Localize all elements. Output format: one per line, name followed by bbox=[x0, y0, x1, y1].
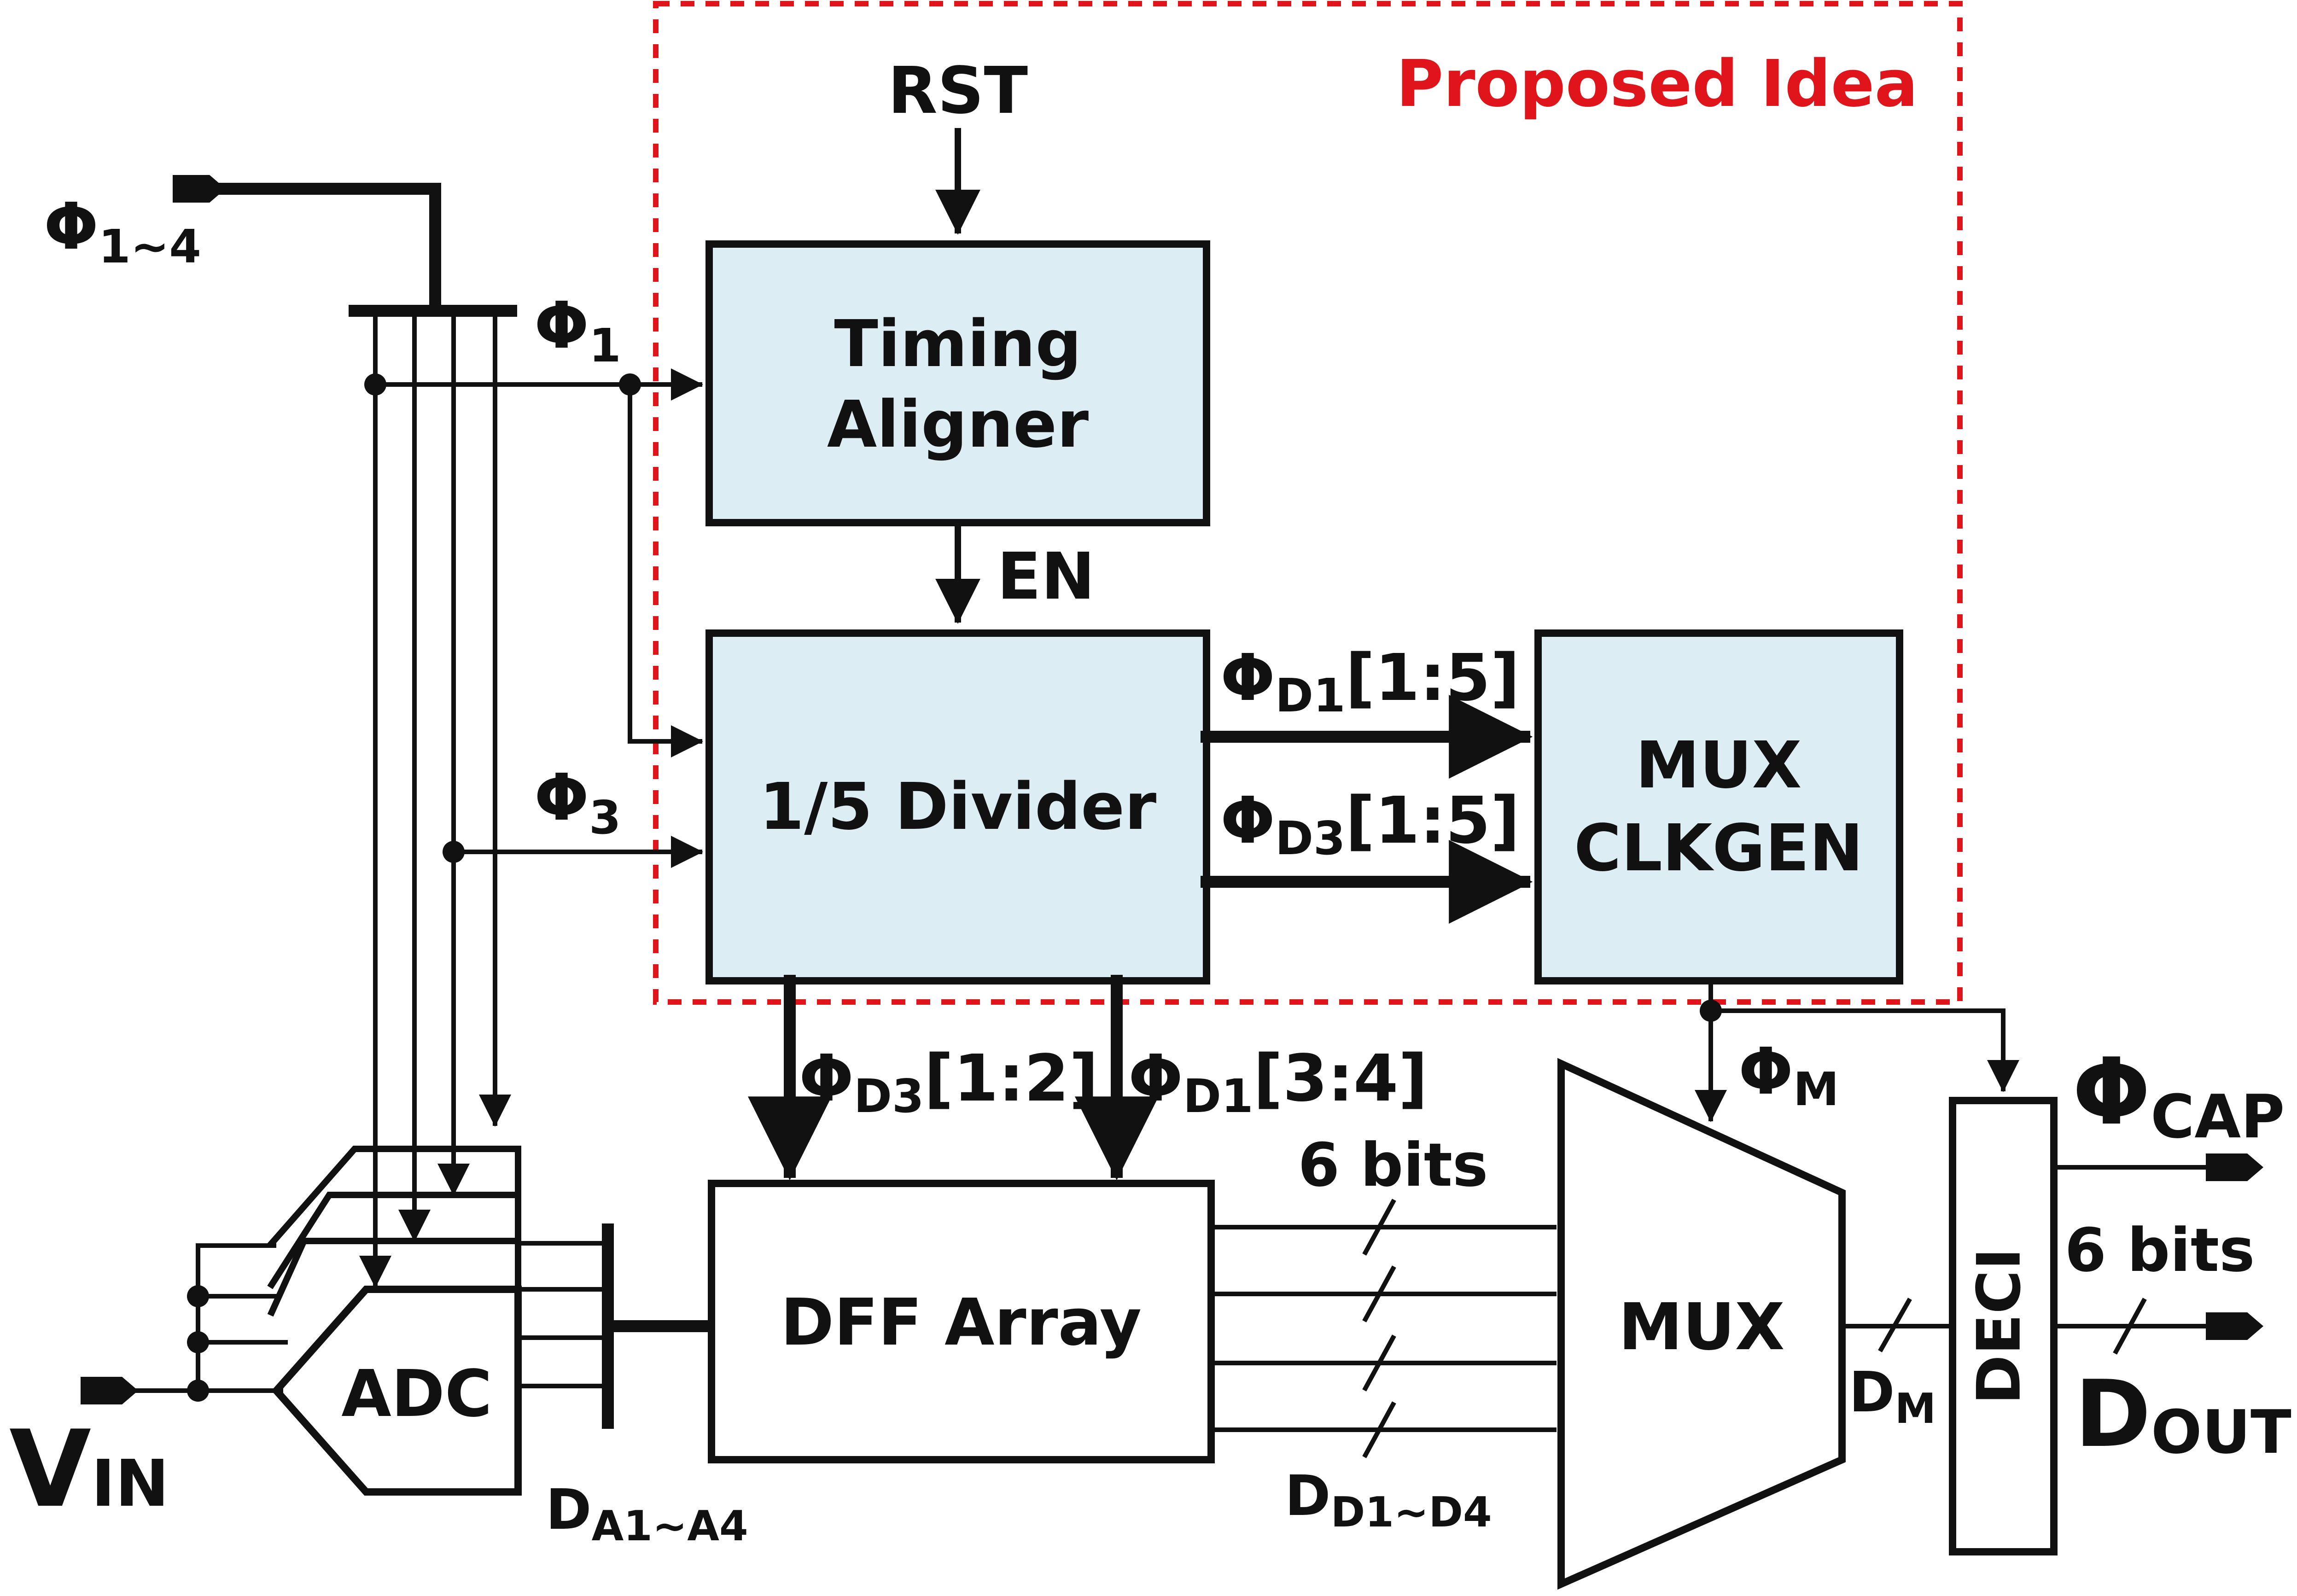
dd-d: D bbox=[1285, 1464, 1331, 1528]
adc-unit-1 bbox=[271, 1286, 522, 1496]
vin-tap-dot-3 bbox=[187, 1380, 209, 1402]
en-label: EN bbox=[997, 539, 1095, 614]
dout-label: DOUT bbox=[2075, 1361, 2291, 1468]
phi-clock-input-port bbox=[173, 175, 226, 203]
dout-sub: OUT bbox=[2151, 1397, 2291, 1467]
phid1-34-range: [3:4] bbox=[1253, 1041, 1428, 1116]
phicap-label: ΦCAP bbox=[2072, 1038, 2285, 1152]
vin-input-port bbox=[81, 1377, 138, 1404]
phid3-5-sub: D3 bbox=[1275, 811, 1346, 865]
timing-aligner-block bbox=[705, 240, 1210, 526]
phid3-2-phi: Φ bbox=[799, 1041, 854, 1116]
phi3-phi: Φ bbox=[534, 760, 589, 835]
phid3-5-label: ΦD3[1:5] bbox=[1220, 783, 1520, 865]
dm-sub: M bbox=[1895, 1385, 1936, 1433]
phim-label: ΦM bbox=[1738, 1034, 1839, 1116]
da-sub: A1~A4 bbox=[592, 1502, 748, 1550]
bits-label-dff: 6 bits bbox=[1298, 1130, 1488, 1200]
dm-slash bbox=[1878, 1298, 1912, 1352]
phicap-sub: CAP bbox=[2151, 1082, 2285, 1152]
dd-sub: D1~D4 bbox=[1331, 1488, 1492, 1537]
phim-sub: M bbox=[1793, 1062, 1839, 1116]
dout-slash bbox=[2113, 1298, 2147, 1355]
mux-clkgen-label-line1: MUX bbox=[1636, 728, 1802, 803]
da-d: D bbox=[546, 1478, 592, 1542]
phid1-5-sub: D1 bbox=[1275, 669, 1346, 722]
timing-aligner-label-line1: Timing bbox=[834, 307, 1081, 382]
bit-slash-2 bbox=[1362, 1265, 1396, 1322]
adc-label: ADC bbox=[341, 1357, 492, 1432]
dout-d: D bbox=[2075, 1361, 2151, 1468]
phid1-5-label: ΦD1[1:5] bbox=[1220, 641, 1520, 722]
phid3-2-label: ΦD3[1:2] bbox=[799, 1041, 1098, 1123]
bit-slash-1 bbox=[1362, 1199, 1396, 1256]
timing-aligner-label-line2: Aligner bbox=[827, 387, 1089, 462]
dm-label: DM bbox=[1849, 1361, 1936, 1433]
phid1-5-range: [1:5] bbox=[1346, 641, 1520, 716]
phi1-branch-wire bbox=[628, 382, 703, 757]
phim-phi: Φ bbox=[1738, 1034, 1793, 1109]
phid1-34-phi: Φ bbox=[1128, 1041, 1183, 1116]
dm-d: D bbox=[1849, 1361, 1895, 1425]
phim-to-deci-wire bbox=[1708, 1008, 2019, 1092]
mux-block bbox=[1557, 1058, 1846, 1590]
deci-label: DECI bbox=[1964, 1248, 2034, 1405]
phi-1-4-sub: 1~4 bbox=[99, 220, 201, 274]
phid3-5-range: [1:5] bbox=[1346, 783, 1520, 858]
proposed-region-outline bbox=[653, 1, 1963, 1005]
phid1-5-phi: Φ bbox=[1220, 641, 1275, 716]
proposed-idea-label: Proposed Idea bbox=[1396, 47, 1918, 122]
divider-block bbox=[705, 629, 1210, 984]
mux-clkgen-label-line2: CLKGEN bbox=[1574, 811, 1863, 886]
phid1-34-sub: D1 bbox=[1183, 1069, 1253, 1123]
phi-1-4-label: Φ1~4 bbox=[44, 189, 201, 274]
divider-label: 1/5 Divider bbox=[759, 769, 1156, 845]
dout-output-port bbox=[2206, 1312, 2263, 1340]
deci-block bbox=[1949, 1097, 2058, 1555]
dff-array-label: DFF Array bbox=[781, 1285, 1142, 1360]
phicap-phi: Φ bbox=[2072, 1038, 2151, 1146]
dd-label: DD1~D4 bbox=[1285, 1464, 1492, 1537]
mux-label: MUX bbox=[1619, 1290, 1785, 1365]
vin-v: V bbox=[9, 1408, 91, 1531]
vin-tap-dot-2 bbox=[187, 1331, 209, 1353]
phi1-phi: Φ bbox=[534, 288, 589, 363]
mux-clkgen-block bbox=[1534, 629, 1903, 984]
phi1-label: Φ1 bbox=[534, 288, 621, 373]
dff-array-block bbox=[708, 1180, 1215, 1463]
rst-label: RST bbox=[888, 53, 1028, 128]
vin-label: VIN bbox=[9, 1408, 169, 1531]
vin-sub: IN bbox=[91, 1446, 169, 1521]
phid3-2-sub: D3 bbox=[854, 1069, 924, 1123]
da-label: DA1~A4 bbox=[546, 1478, 748, 1550]
phi-1-4-phi: Φ bbox=[44, 189, 99, 264]
vin-tap-dot-1 bbox=[187, 1285, 209, 1307]
phi3-sub: 3 bbox=[589, 791, 621, 845]
phid1-34-label: ΦD1[3:4] bbox=[1128, 1041, 1428, 1123]
bits-label-deci: 6 bits bbox=[2065, 1215, 2255, 1285]
phi1-sub: 1 bbox=[589, 319, 621, 373]
phid3-2-range: [1:2] bbox=[924, 1041, 1099, 1116]
phicap-output-port bbox=[2206, 1153, 2263, 1181]
phid3-5-phi: Φ bbox=[1220, 783, 1275, 858]
phi3-label: Φ3 bbox=[534, 760, 621, 845]
phi-clock-input-wire bbox=[210, 183, 441, 315]
bit-slash-3 bbox=[1362, 1334, 1396, 1392]
bit-slash-4 bbox=[1362, 1401, 1396, 1458]
